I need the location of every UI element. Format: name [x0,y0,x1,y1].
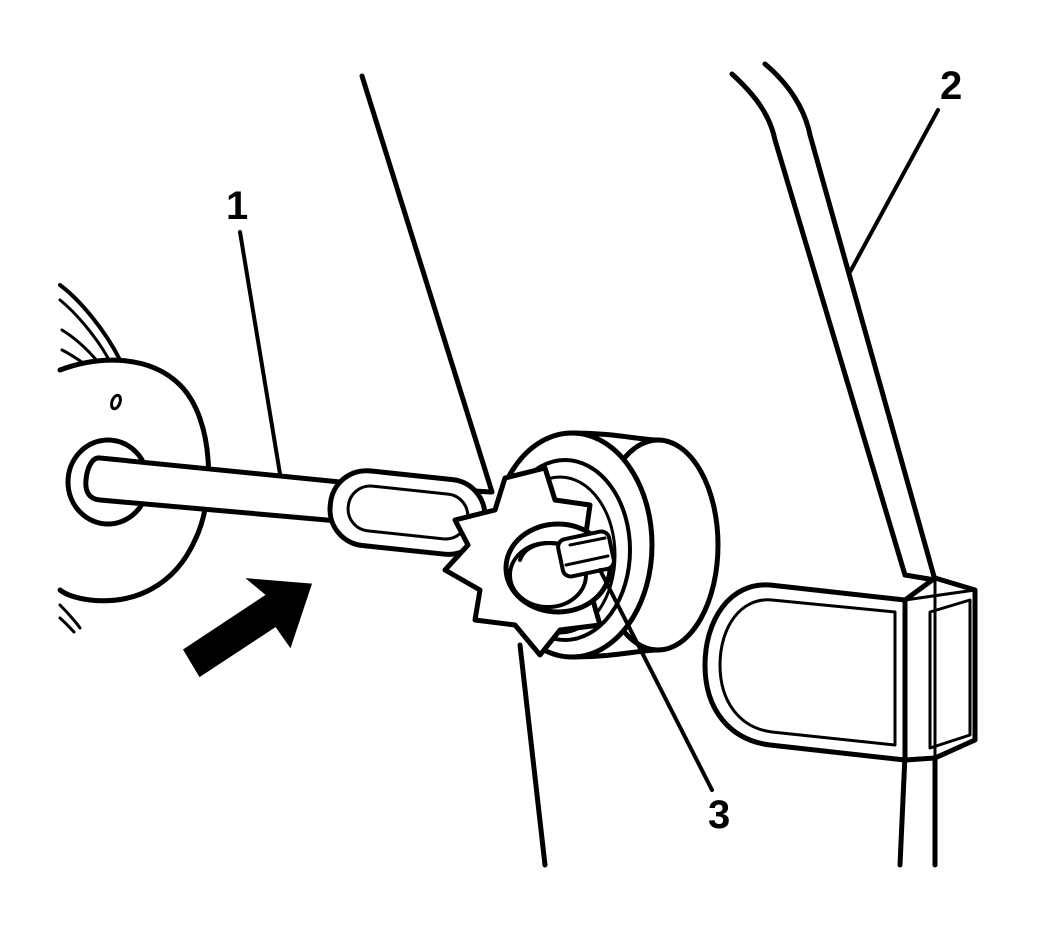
leader-line-3 [598,568,714,792]
leader-line-1 [238,230,282,476]
wheel-hub-assembly [57,283,212,634]
pillar-panel [729,61,938,868]
cable [359,73,548,868]
callout-3: 3 [708,793,731,837]
leader-line-2 [848,108,940,274]
push-direction-arrow-icon [182,578,313,678]
callout-2: 2 [940,64,963,108]
star-connector [442,465,616,658]
callout-1: 1 [226,184,249,228]
retaining-clip [702,575,978,763]
tool-rod [83,455,493,557]
